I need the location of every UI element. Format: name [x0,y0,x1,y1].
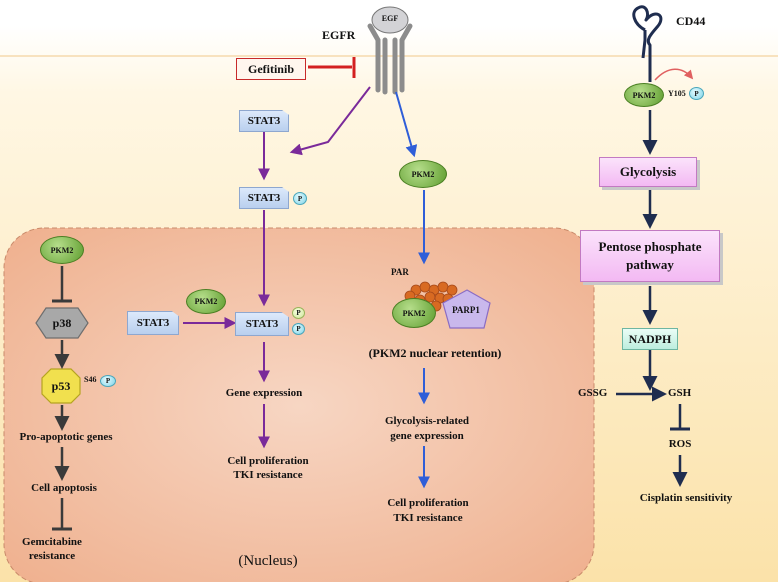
y105-phosphate: P [689,87,704,100]
stat3-outcome-label: Cell proliferation TKI resistance [227,455,309,481]
pstat3-box: STAT3 [239,187,289,209]
pkm2-label: PKM2 [50,245,74,255]
nadph-label: NADPH [628,331,672,346]
pstat3-phosphate: P [293,192,307,205]
stat3-label: STAT3 [247,115,281,127]
stat3-box: STAT3 [239,110,289,132]
egfr-receptor [367,6,413,95]
pkm2-stat3-ellipse: PKM2 [186,289,226,314]
gene-expression-label: Gene expression [225,387,303,399]
parp1-shape [442,289,491,329]
cisplatin-label: Cisplatin sensitivity [639,492,733,504]
cytoplasm-pkm2-ellipse: PKM2 [399,160,447,188]
nuclear-stat3-label: STAT3 [245,318,279,330]
pstat3-label: STAT3 [247,192,281,204]
par-label: PAR [391,267,409,277]
pkm2-label: PKM2 [194,297,218,306]
ppp-box: Pentose phosphate pathway [580,230,720,282]
ros-label: ROS [668,438,692,450]
phosphate-label: P [297,194,303,203]
ppp-label: Pentose phosphate pathway [598,239,702,272]
pkm2-label: PKM2 [411,169,435,179]
nuclear-stat3-phosphate-2: P [292,323,305,335]
phosphate-label: P [694,89,699,98]
cd44-receptor [632,5,663,59]
p38-shape [35,307,89,339]
nucleus-label: (Nucleus) [238,553,298,569]
cd44-label: CD44 [676,14,706,28]
gssg-label: GSSG [578,387,608,399]
pkm2-outcome-label: Cell proliferation TKI resistance [387,497,469,524]
y105-label: Y105 [668,89,686,98]
gefitinib-label: Gefitinib [247,61,294,76]
phosphate-label: P [296,325,301,333]
pkm2-label: PKM2 [402,308,426,318]
pkm2-label: PKM2 [632,90,656,100]
nuclear-left-pkm2-ellipse: PKM2 [40,236,84,264]
p53-label: p53 [51,379,71,393]
free-stat3-box: STAT3 [127,311,179,335]
phosphate-label: P [296,309,301,317]
gefitinib-box: Gefitinib [236,58,306,80]
glycolysis-label: Glycolysis [619,164,677,179]
phosphate-label: P [105,377,111,385]
parp1-label: PARP1 [452,305,480,315]
nadph-box: NADPH [622,328,678,350]
egfr-label: EGFR [322,28,356,42]
apoptosis-label: Cell apoptosis [31,482,97,494]
s46-label: S46 [84,375,97,384]
glycolysis-box: Glycolysis [599,157,697,187]
egf-label: EGF [381,14,399,23]
p53-phosphate: P [100,375,116,387]
retention-label: (PKM2 nuclear retention) [368,346,502,360]
cd44-pkm2-ellipse: PKM2 [624,83,664,107]
gsh-label: GSH [668,387,692,399]
phosphorylation-curve [654,68,694,81]
nuclear-stat3-phosphate-1: P [292,307,305,319]
egfr-to-stat3-arrow [289,86,371,156]
nuclear-pkm2-ellipse: PKM2 [392,298,436,328]
egfr-to-pkm2-arrow [395,91,418,158]
nucleus-compartment [3,227,595,582]
free-stat3-label: STAT3 [136,317,170,329]
nuclear-stat3-box: STAT3 [235,312,289,336]
p53-shape [41,368,81,404]
glyco-expression-label: Glycolysis-related gene expression [384,415,470,442]
gemcitabine-label: Gemcitabine resistance [22,536,82,562]
pro-apoptotic-label: Pro-apoptotic genes [19,431,113,443]
p38-label: p38 [52,316,72,330]
